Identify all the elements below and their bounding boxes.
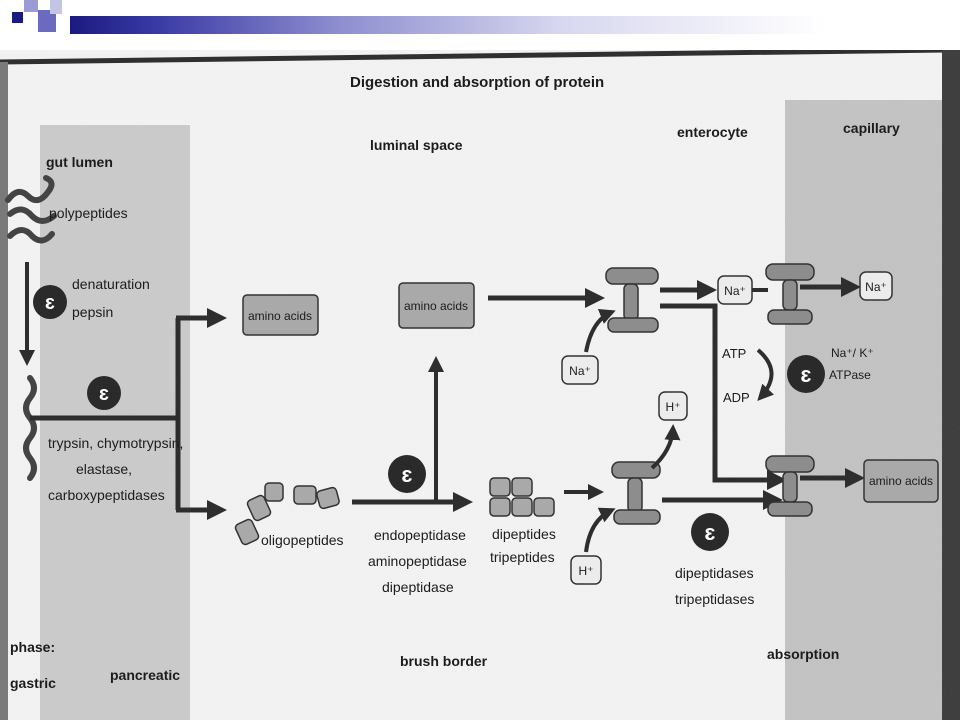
cytosolic-enzyme-glyph: ɛ — [705, 520, 716, 545]
atpase-line2: ATPase — [829, 368, 871, 382]
h-out-label: H⁺ — [666, 400, 681, 414]
gastric-enzyme-line2: pepsin — [72, 304, 113, 320]
oligopeptide-chain — [234, 482, 340, 546]
header-square-mid — [38, 10, 56, 32]
pancreatic-enzyme-icon — [87, 376, 121, 410]
apical-amino-acid-transporter — [605, 267, 659, 333]
phase-brush-border: brush border — [400, 653, 488, 669]
slide-header — [0, 0, 960, 50]
polypeptides-label: polypeptides — [49, 205, 128, 221]
polypeptide-coil — [5, 175, 57, 244]
diagram-title: Digestion and absorption of protein — [350, 74, 604, 91]
header-square-light — [24, 0, 38, 12]
dipeptides-label: dipeptides — [492, 526, 556, 542]
cytosolic-enzyme-line1: dipeptidases — [675, 565, 754, 581]
pancreatic-enzyme-line3: carboxypeptidases — [48, 487, 165, 503]
phase-absorption: absorption — [767, 646, 839, 662]
brush-border-enzyme-line3: dipeptidase — [382, 579, 454, 595]
atpase-reaction-arrow — [756, 348, 775, 401]
h-in-box — [570, 555, 602, 585]
apical-peptide-transporter — [611, 461, 661, 525]
h-out-arrow — [650, 424, 681, 470]
amino-acids-box-2 — [398, 282, 475, 329]
h-out-box — [658, 391, 688, 421]
basolateral-na-transporter — [765, 263, 815, 325]
na-in-arrow — [584, 309, 616, 353]
brush-border-enzyme-glyph: ɛ — [402, 462, 413, 487]
na-in-label: Na⁺ — [569, 364, 591, 378]
gastric-enzyme-icon — [33, 285, 67, 319]
denatured-strand — [23, 375, 37, 481]
amino-acids-box-3 — [863, 459, 939, 503]
h-in-label: H⁺ — [579, 564, 594, 578]
cytosolic-enzyme-line2: tripeptidases — [675, 591, 754, 607]
header-square-dark — [12, 12, 23, 23]
amino-acids-label-2: amino acids — [404, 299, 468, 313]
pancreatic-enzyme-line1: trypsin, chymotrypsin, — [48, 435, 183, 451]
phase-gastric: gastric — [10, 675, 56, 691]
luminal-space-heading: luminal space — [370, 137, 463, 153]
h-in-arrow — [584, 507, 616, 553]
peptide-cluster — [489, 477, 555, 517]
cytosolic-enzyme-icon — [691, 513, 729, 551]
phase-pancreatic: pancreatic — [110, 667, 180, 683]
enterocyte-heading: enterocyte — [677, 124, 748, 140]
gastric-enzyme-line1: denaturation — [72, 276, 150, 292]
atp-label: ATP — [722, 346, 746, 361]
brush-border-enzyme-line2: aminopeptidase — [368, 553, 467, 569]
header-gradient-bar — [70, 16, 960, 34]
tripeptides-label: tripeptides — [490, 549, 555, 565]
pancreatic-enzyme-glyph: ɛ — [99, 383, 109, 405]
na-mid-label: Na⁺ — [724, 284, 746, 298]
atpase-enzyme-glyph: ɛ — [801, 362, 812, 387]
basolateral-amino-acid-transporter — [765, 455, 815, 517]
adp-label: ADP — [723, 390, 750, 405]
phase-label: phase: — [10, 639, 55, 655]
na-in-box — [561, 355, 599, 385]
brush-border-enzyme-icon — [388, 455, 426, 493]
amino-acids-box-1 — [242, 294, 319, 336]
header-square-pale — [50, 0, 62, 14]
gastric-enzyme-glyph: ɛ — [45, 292, 55, 314]
protein-digestion-diagram: Digestion and absorption of protein gut … — [0, 50, 960, 720]
na-out-box — [859, 271, 893, 301]
enterocyte-amino-acid-path — [660, 303, 787, 490]
amino-acids-label-1: amino acids — [248, 309, 312, 323]
capillary-heading: capillary — [843, 120, 900, 136]
amino-acids-label-3: amino acids — [869, 474, 933, 488]
na-out-label: Na⁺ — [865, 280, 887, 294]
atpase-line1: Na⁺/ K⁺ — [831, 346, 874, 360]
brush-border-enzyme-line1: endopeptidase — [374, 527, 466, 543]
oligopeptides-label: oligopeptides — [261, 532, 344, 548]
atpase-enzyme-icon — [787, 355, 825, 393]
gut-lumen-heading: gut lumen — [46, 154, 113, 170]
pancreatic-enzyme-line2: elastase, — [76, 461, 132, 477]
